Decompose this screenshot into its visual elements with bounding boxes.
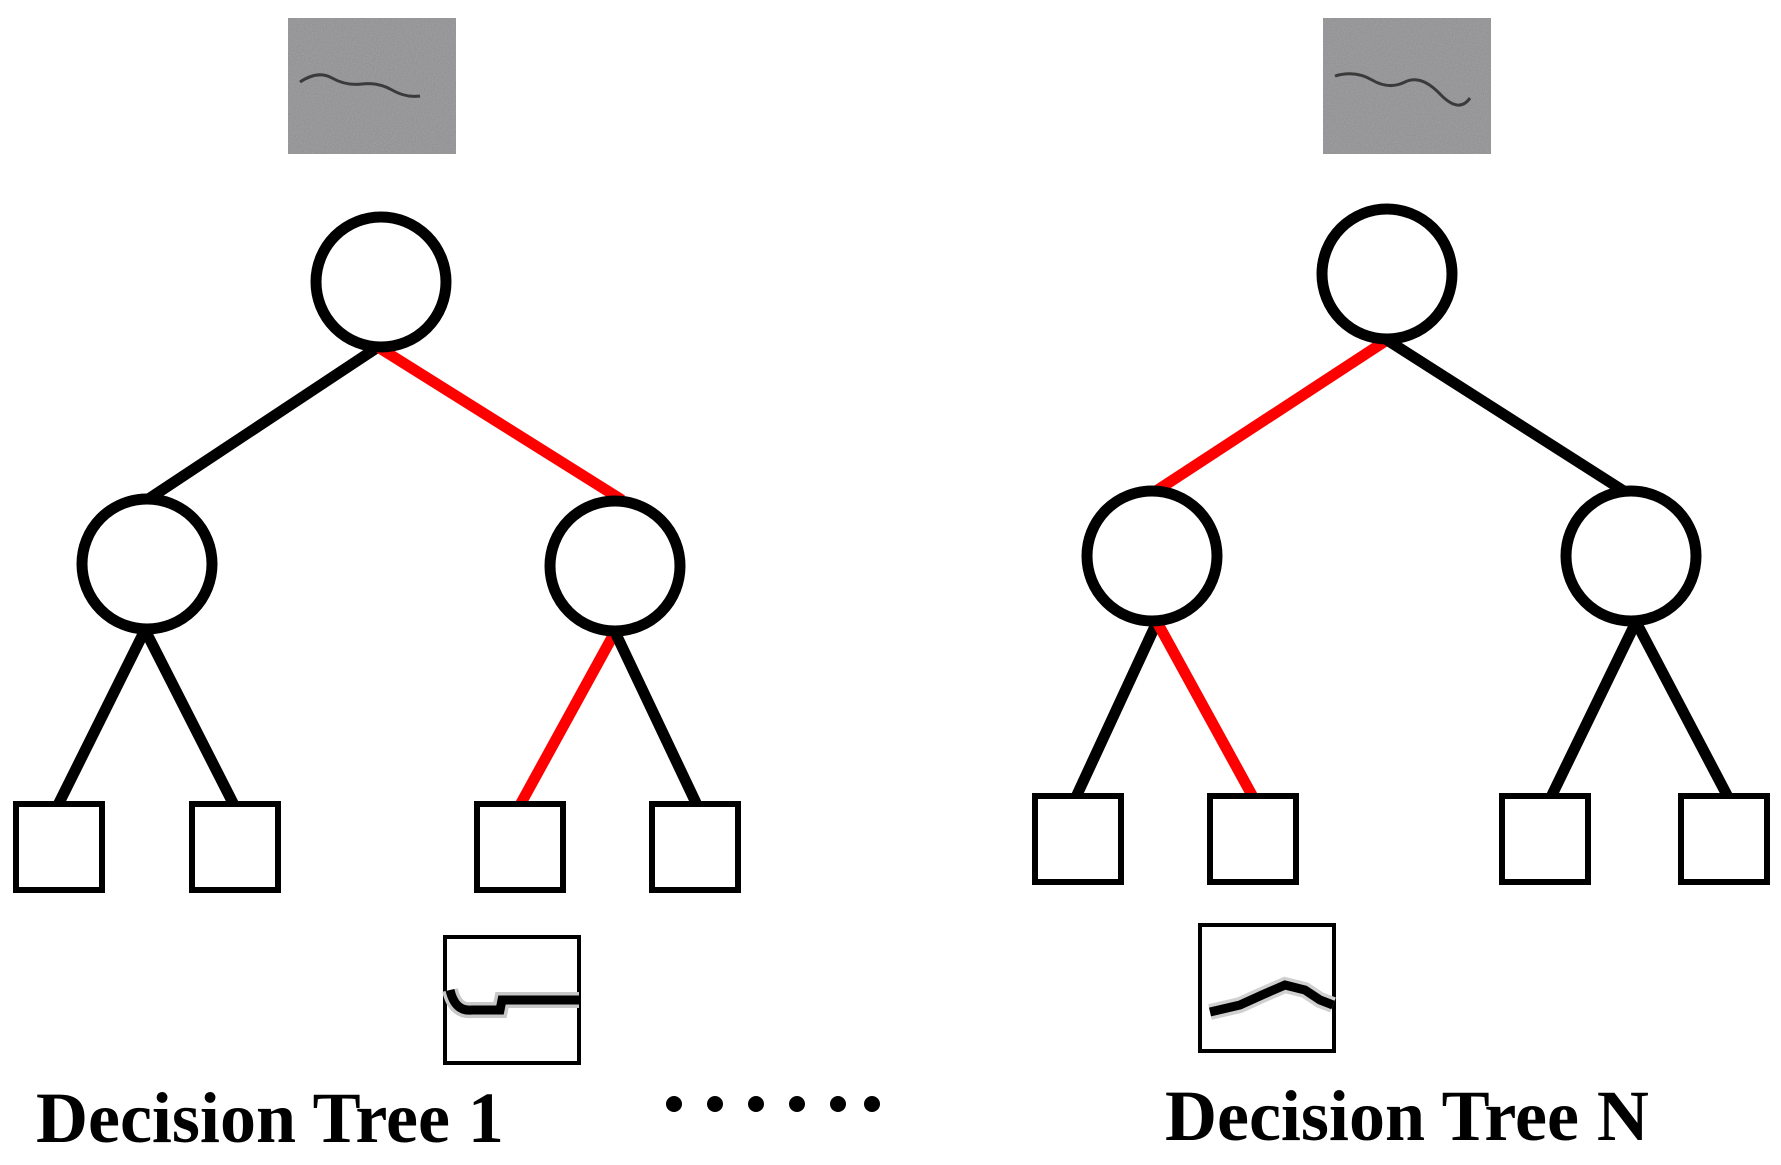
left-node-tree-1: [76, 493, 218, 635]
root-node-tree-n: [1316, 203, 1458, 345]
edge-right-rr: [610, 629, 702, 808]
leaf-tree-1-1: [13, 801, 105, 893]
root-node-tree-1: [310, 211, 452, 353]
edge-right-rl-active: [515, 629, 620, 808]
decision-tree-1: Decision Tree 1: [13, 18, 741, 1158]
leaf-tree-1-2: [189, 801, 281, 893]
edge-root-left-active: [1146, 335, 1391, 500]
edge-right-rr: [1631, 619, 1733, 800]
leaf-tree-n-2-active: [1207, 793, 1299, 885]
edge-right-rl: [1546, 619, 1641, 800]
leaf-tree-1-3-active: [474, 801, 566, 893]
tree-label-1: Decision Tree 1: [36, 1078, 504, 1158]
decision-tree-n: Decision Tree N: [1032, 18, 1770, 1156]
leaf-tree-1-4: [649, 801, 741, 893]
edge-left-ll: [1071, 619, 1162, 800]
edge-left-lr: [140, 627, 239, 808]
left-node-tree-n: [1081, 485, 1223, 627]
ellipsis-dots-icon: [666, 1096, 880, 1112]
leaf-tree-n-1: [1032, 793, 1124, 885]
edge-root-right: [1384, 335, 1633, 500]
input-image-tree-1: [288, 18, 456, 154]
edge-root-left: [146, 342, 382, 503]
input-image-tree-n: [1323, 18, 1491, 154]
output-patch-tree-n: [1198, 923, 1336, 1053]
leaf-tree-n-3: [1499, 793, 1591, 885]
right-node-tree-n: [1560, 485, 1702, 627]
output-patch-tree-1: [442, 935, 581, 1065]
tree-label-n: Decision Tree N: [1165, 1076, 1649, 1156]
leaf-tree-n-4: [1678, 793, 1770, 885]
edge-left-lr-active: [1152, 619, 1258, 800]
right-node-tree-1: [544, 495, 686, 637]
edge-left-ll: [53, 627, 150, 808]
edge-root-right-active: [375, 342, 625, 505]
